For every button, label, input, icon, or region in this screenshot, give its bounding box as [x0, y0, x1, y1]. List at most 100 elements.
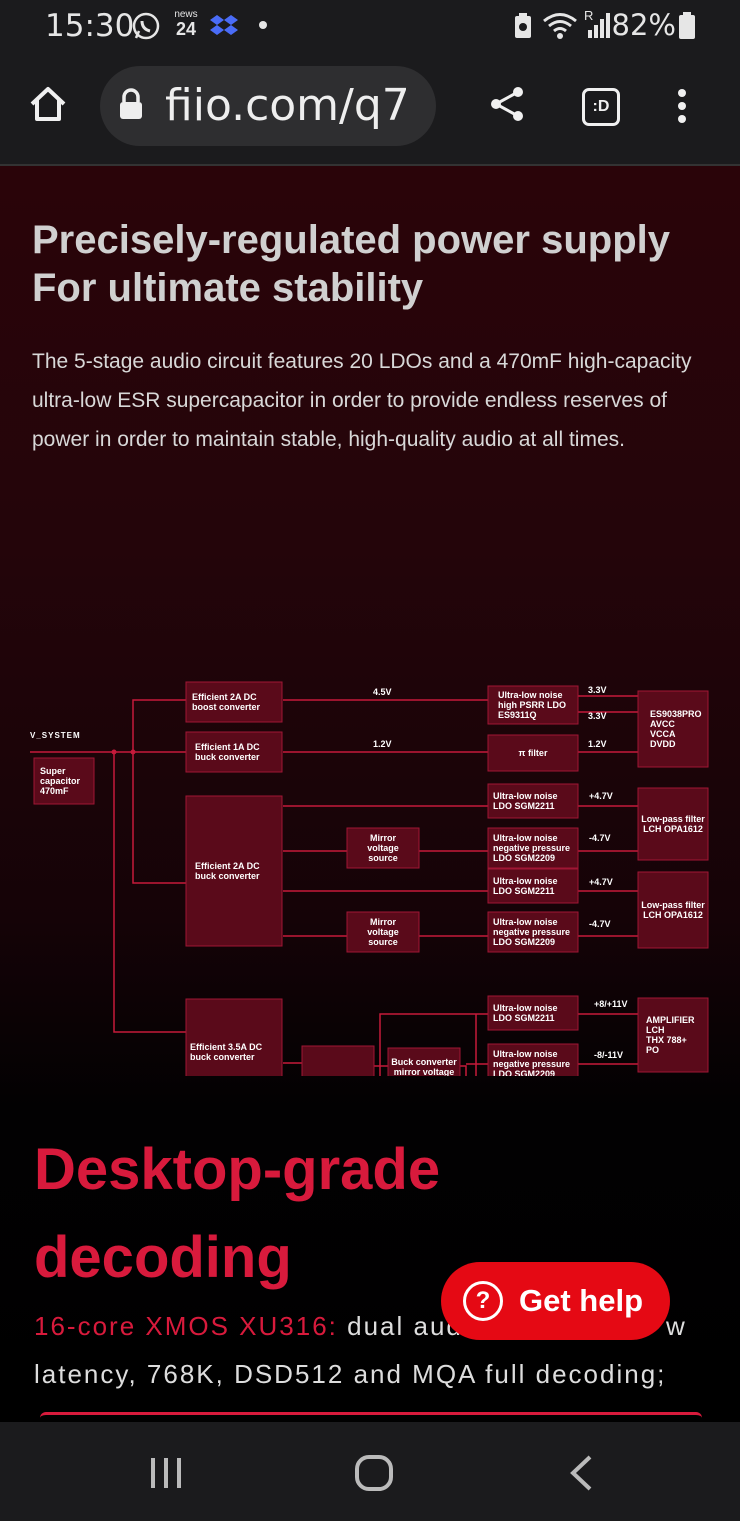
v33b-label: 3.3V — [588, 711, 607, 721]
buck1-converter-block-label: buck converter — [195, 752, 260, 762]
ldo-sgm2209-3-block-label: LDO SGM2209 — [493, 1069, 555, 1076]
p47a-label: +4.7V — [589, 791, 613, 801]
m47a-label: -4.7V — [589, 833, 611, 843]
heading-line-1: Precisely-regulated power supply — [32, 218, 670, 262]
decoding-heading-line-1: Desktop-grade — [34, 1137, 441, 1202]
back-icon[interactable] — [568, 1454, 594, 1492]
es9311-ldo-block-label: high PSRR LDO — [498, 700, 566, 710]
amplifier-po-block-label: PO — [646, 1045, 659, 1055]
ldo-sgm2209-2-block-label: LDO SGM2209 — [493, 937, 555, 947]
low-pass-filter-1-block — [637, 787, 709, 861]
boost-feed-wire — [132, 699, 186, 752]
buck35-converter-block — [185, 998, 283, 1076]
buck2-converter-block — [185, 795, 283, 947]
ldo-sgm2211-1-block-label: LDO SGM2211 — [493, 801, 555, 811]
lock-icon — [120, 88, 142, 119]
help-icon-glyph: ? — [475, 1287, 491, 1314]
home-icon[interactable] — [28, 84, 68, 124]
battery-saver-icon — [515, 13, 531, 38]
v12-label: 1.2V — [373, 739, 392, 749]
boost-converter-block-label: Efficient 2A DC — [192, 692, 257, 702]
network-label: R — [584, 8, 594, 23]
more-menu-icon[interactable] — [676, 88, 688, 124]
tab-count-label: :D — [592, 98, 610, 115]
p47b-label: +4.7V — [589, 877, 613, 887]
battery-percent: 82% — [612, 8, 676, 42]
url-bar[interactable] — [100, 66, 436, 146]
ldo-sgm2209-3-block — [487, 1043, 579, 1076]
url-text[interactable]: fiio.com/q7 — [165, 80, 410, 131]
super-capacitor-block — [33, 757, 95, 805]
description-line-3: power in order to maintain stable, high-… — [32, 428, 625, 451]
vsystem-label: V_SYSTEM — [30, 731, 81, 740]
decoding-text-2: latency, 768K, DSD512 and MQA full decod… — [34, 1359, 667, 1389]
p811a-label: +8/+11V — [594, 999, 628, 1009]
v12b-label: 1.2V — [588, 739, 607, 749]
ps-top-wire — [379, 1013, 488, 1076]
wifi-icon — [543, 13, 577, 39]
system-nav-bar — [0, 1422, 740, 1521]
buck35-converter-block-label: Efficient 3.5A DC — [190, 1042, 263, 1052]
mirror-source-1-block — [346, 827, 420, 869]
buck2-converter-block-label: Efficient 2A DC — [195, 861, 260, 871]
boost-converter-block-label: boost converter — [192, 702, 261, 712]
whatsapp-icon — [132, 12, 160, 40]
get-help-label: Get help — [519, 1283, 644, 1318]
ldo-sgm2209-2-block-label: Ultra-low noise — [493, 917, 558, 927]
mirror-source-1-block-label: Mirror — [370, 833, 397, 843]
low-pass-filter-2-block-label: Low-pass filter — [641, 900, 705, 910]
help-icon: ? — [463, 1281, 503, 1321]
ldo-sgm2211-1-block-label: Ultra-low noise — [493, 791, 558, 801]
mirror-source-1-block-label: source — [368, 853, 398, 863]
share-icon[interactable] — [488, 84, 526, 124]
mirror-source-2-block-label: Mirror — [370, 917, 397, 927]
boost-converter-block — [185, 681, 283, 723]
browser-toolbar: fiio.com/q7 :D — [0, 52, 740, 166]
es9038pro-block-label: DVDD — [650, 739, 676, 749]
mirror-source-2-block — [346, 911, 420, 953]
buck35-converter-block-label: buck converter — [190, 1052, 255, 1062]
es9311-ldo-block-label: Ultra-low noise — [498, 690, 563, 700]
super-capacitor-block-label: 470mF — [40, 786, 69, 796]
buck-mirror-block-label: Buck converter — [391, 1057, 457, 1067]
status-bar: 15:30 news 24 R 82% — [0, 0, 740, 52]
junction-dot — [111, 749, 117, 755]
es9311-ldo-block-label: ES9311Q — [498, 710, 537, 720]
ldo-sgm2211-1-block — [487, 783, 579, 819]
es9038pro-block-label: AVCC — [650, 719, 675, 729]
recent-apps-icon[interactable] — [148, 1456, 184, 1490]
home-nav-icon[interactable] — [354, 1454, 394, 1492]
low-pass-filter-2-block-label: LCH OPA1612 — [643, 910, 703, 920]
dot-icon — [259, 21, 267, 29]
power-switch-block — [301, 1045, 375, 1076]
es9038pro-block-label: VCCA — [650, 729, 676, 739]
v33a-label: 3.3V — [588, 685, 607, 695]
mirror-source-2-block-label: source — [368, 937, 398, 947]
tab-switcher-button[interactable]: :D — [582, 88, 620, 126]
buck1-converter-block — [185, 731, 283, 773]
signal-icon — [588, 13, 610, 38]
description-line-2: ultra-low ESR supercapacitor in order to… — [32, 389, 667, 412]
super-capacitor-block-label: Super — [40, 766, 66, 776]
amplifier-po-block-label: LCH — [646, 1025, 665, 1035]
heading-line-2: For ultimate stability — [32, 266, 424, 310]
ldo-sgm2209-3-block-label: Ultra-low noise — [493, 1049, 558, 1059]
ldo-sgm2211-2-block-label: Ultra-low noise — [493, 876, 558, 886]
junction-dot — [130, 749, 136, 755]
ldo-sgm2211-2-block-label: LDO SGM2211 — [493, 886, 555, 896]
hl-wire — [475, 1014, 477, 1076]
super-capacitor-block-label: capacitor — [40, 776, 81, 786]
es9038pro-block-label: ES9038PRO — [650, 709, 702, 719]
power-supply-heading: Precisely-regulated power supply For ult… — [32, 216, 740, 312]
pi-filter-block — [487, 734, 579, 772]
vsystem-branch-wire — [113, 752, 186, 1033]
amplifier-po-block-label: THX 788+ — [646, 1035, 687, 1045]
xmos-highlight: 16-core XMOS XU316: — [34, 1311, 338, 1341]
pi-filter-block-label: π filter — [519, 748, 548, 758]
decoding-heading-line-2: decoding — [34, 1225, 292, 1290]
buck2-feed-wire — [132, 752, 186, 884]
decoding-text-tail: w — [666, 1311, 687, 1341]
m811a-label: -8/-11V — [594, 1050, 623, 1060]
get-help-button[interactable]: ? Get help — [441, 1262, 670, 1340]
news24-icon: news 24 — [174, 9, 198, 39]
